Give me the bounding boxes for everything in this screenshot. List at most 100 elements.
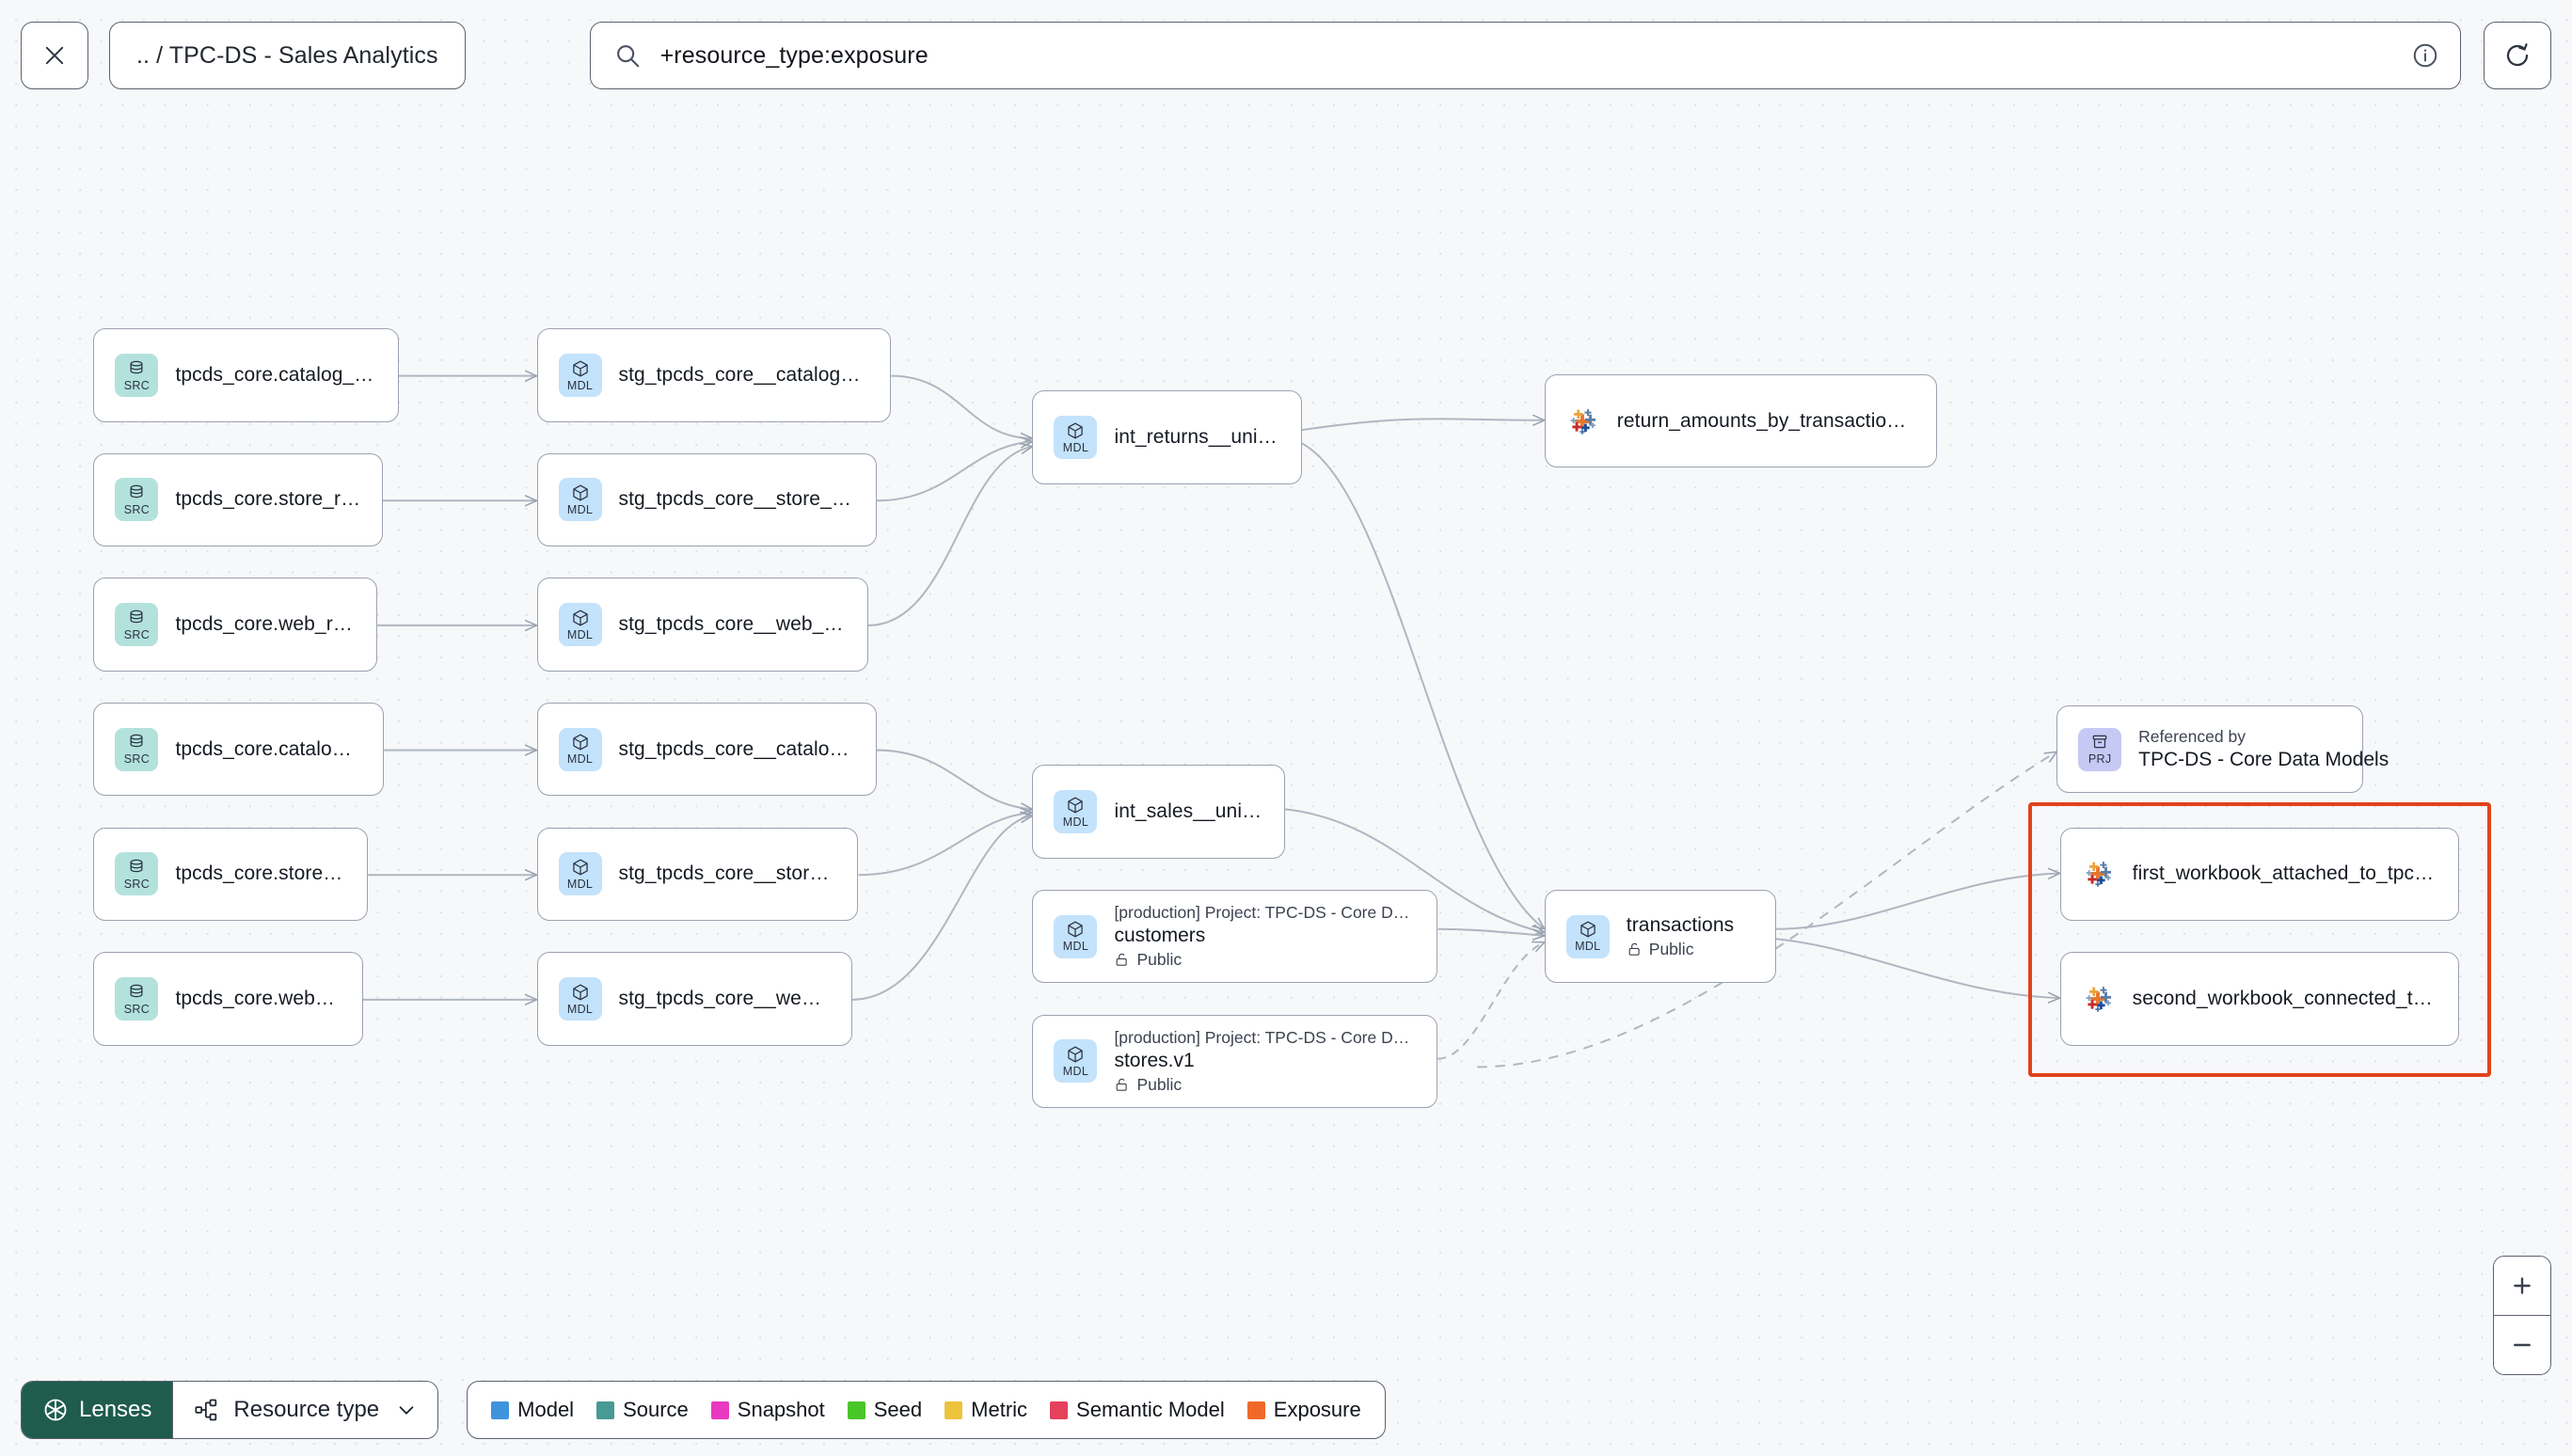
legend-item-semantic-model[interactable]: Semantic Model xyxy=(1050,1398,1225,1422)
src-badge: SRC xyxy=(115,603,159,647)
node-label: int_returns__unioned xyxy=(1114,426,1280,449)
legend-item-metric[interactable]: Metric xyxy=(945,1398,1027,1422)
graph-node-transactions[interactable]: MDL transactions Public xyxy=(1544,889,1776,984)
cube-icon xyxy=(572,984,588,1001)
chevron-down-icon xyxy=(399,1406,414,1415)
node-label: tpcds_core.store_sales xyxy=(175,863,345,885)
mdl-badge: MDL xyxy=(1565,914,1610,958)
node-label: stg_tpcds_core__store_returns xyxy=(618,488,855,511)
database-icon xyxy=(130,859,143,873)
legend-item-seed[interactable]: Seed xyxy=(847,1398,922,1422)
mdl-badge: MDL xyxy=(1054,416,1098,460)
zoom-controls xyxy=(2493,1255,2551,1375)
node-label: return_amounts_by_transaction_type xyxy=(1616,409,1915,432)
resource-type-label: Resource type xyxy=(233,1397,380,1422)
mdl-badge: MDL xyxy=(1054,790,1098,833)
node-label: tpcds_core.catalog_sales xyxy=(175,737,362,760)
legend-item-exposure[interactable]: Exposure xyxy=(1246,1398,1361,1422)
graph-node-src_store_returns[interactable]: SRC tpcds_core.store_returns xyxy=(93,452,383,547)
node-body: Referenced by TPC-DS - Core Data Models xyxy=(2138,727,2389,771)
close-icon xyxy=(45,46,64,65)
node-label: tpcds_core.catalog_returns xyxy=(175,363,377,386)
node-label: tpcds_core.store_returns xyxy=(175,488,360,511)
node-privacy: Public xyxy=(1114,950,1416,970)
legend-swatch xyxy=(491,1401,510,1419)
info-icon[interactable] xyxy=(2411,41,2439,70)
node-label: tpcds_core.web_returns xyxy=(175,613,356,636)
src-badge: SRC xyxy=(115,353,159,397)
search-icon xyxy=(616,45,639,68)
legend-label: Semantic Model xyxy=(1076,1398,1225,1421)
graph-node-second_workbook[interactable]: second_workbook_connected_to_live… xyxy=(2059,952,2459,1046)
node-label: tpcds_core.web_sales xyxy=(175,987,341,1009)
mdl-badge: MDL xyxy=(558,603,602,647)
node-label: stores.v1 xyxy=(1114,1049,1195,1071)
lenses-button[interactable]: Lenses xyxy=(22,1382,173,1438)
cube-icon xyxy=(1068,422,1084,439)
top-toolbar: .. / TPC-DS - Sales Analytics +resource_… xyxy=(0,0,2572,111)
unlock-icon xyxy=(1117,953,1128,966)
plus-icon xyxy=(2514,1276,2531,1294)
mdl-badge: MDL xyxy=(558,976,602,1021)
lenses-label: Lenses xyxy=(79,1397,152,1422)
tableau-icon xyxy=(2086,987,2111,1012)
graph-node-src_store_sales[interactable]: SRC tpcds_core.store_sales xyxy=(93,827,368,922)
aperture-icon xyxy=(44,1399,67,1421)
legend-item-source[interactable]: Source xyxy=(596,1398,689,1422)
database-icon xyxy=(130,609,143,624)
zoom-in-button[interactable] xyxy=(2494,1256,2550,1315)
cube-icon xyxy=(572,734,588,751)
graph-node-customers[interactable]: MDL [production] Project: TPC-DS - Core … xyxy=(1032,889,1438,984)
graph-node-first_workbook[interactable]: first_workbook_attached_to_tpc-ds_-_… xyxy=(2059,827,2459,922)
graph-node-stg_store_returns[interactable]: MDL stg_tpcds_core__store_returns xyxy=(536,452,877,547)
legend-item-snapshot[interactable]: Snapshot xyxy=(710,1398,825,1422)
node-label: first_workbook_attached_to_tpc-ds_-_… xyxy=(2132,863,2437,885)
search-bar[interactable]: +resource_type:exposure xyxy=(589,22,2461,89)
legend-label: Snapshot xyxy=(737,1398,825,1421)
tableau-icon xyxy=(2086,862,2111,888)
mdl-badge: MDL xyxy=(558,478,602,522)
legend-label: Source xyxy=(623,1398,689,1421)
refresh-button[interactable] xyxy=(2484,22,2551,89)
src-badge: SRC xyxy=(115,976,159,1021)
node-label: transactions xyxy=(1626,913,1735,936)
graph-node-stores_v1[interactable]: MDL [production] Project: TPC-DS - Core … xyxy=(1032,1014,1438,1108)
graph-node-int_returns_unioned[interactable]: MDL int_returns__unioned xyxy=(1032,390,1302,484)
cube-icon xyxy=(1068,921,1084,938)
close-button[interactable] xyxy=(21,22,88,89)
node-label: stg_tpcds_core__catalog_returns xyxy=(618,363,870,386)
graph-node-referenced_by_project[interactable]: PRJ Referenced by TPC-DS - Core Data Mod… xyxy=(2056,705,2389,793)
legend-item-model[interactable]: Model xyxy=(491,1398,574,1422)
legend-label: Exposure xyxy=(1273,1398,1361,1421)
resource-type-dropdown[interactable]: Resource type xyxy=(172,1382,438,1438)
zoom-out-button[interactable] xyxy=(2494,1316,2550,1374)
node-privacy: Public xyxy=(1114,1075,1416,1095)
node-label: TPC-DS - Core Data Models xyxy=(2138,749,2389,771)
search-input[interactable]: +resource_type:exposure xyxy=(659,41,929,69)
node-body: transactions Public xyxy=(1627,914,1734,959)
node-caption: Referenced by xyxy=(2138,727,2246,747)
graph-node-src_web_returns[interactable]: SRC tpcds_core.web_returns xyxy=(93,578,378,672)
database-icon xyxy=(130,484,143,499)
src-badge: SRC xyxy=(115,478,159,522)
graph-node-src_web_sales[interactable]: SRC tpcds_core.web_sales xyxy=(93,952,363,1046)
legend-swatch xyxy=(847,1401,865,1419)
node-project-prefix: [production] Project: TPC-DS - Core Data… xyxy=(1114,903,1417,923)
mdl-badge: MDL xyxy=(1054,914,1098,958)
archive-icon xyxy=(2092,736,2107,749)
src-badge: SRC xyxy=(115,852,159,896)
legend-swatch xyxy=(945,1401,963,1419)
graph-node-return_amounts[interactable]: return_amounts_by_transaction_type xyxy=(1544,373,1937,468)
legend-swatch xyxy=(1246,1401,1265,1419)
legend-label: Metric xyxy=(971,1398,1028,1421)
breadcrumb[interactable]: .. / TPC-DS - Sales Analytics xyxy=(109,22,466,89)
graph-node-src_catalog_returns[interactable]: SRC tpcds_core.catalog_returns xyxy=(93,328,399,422)
